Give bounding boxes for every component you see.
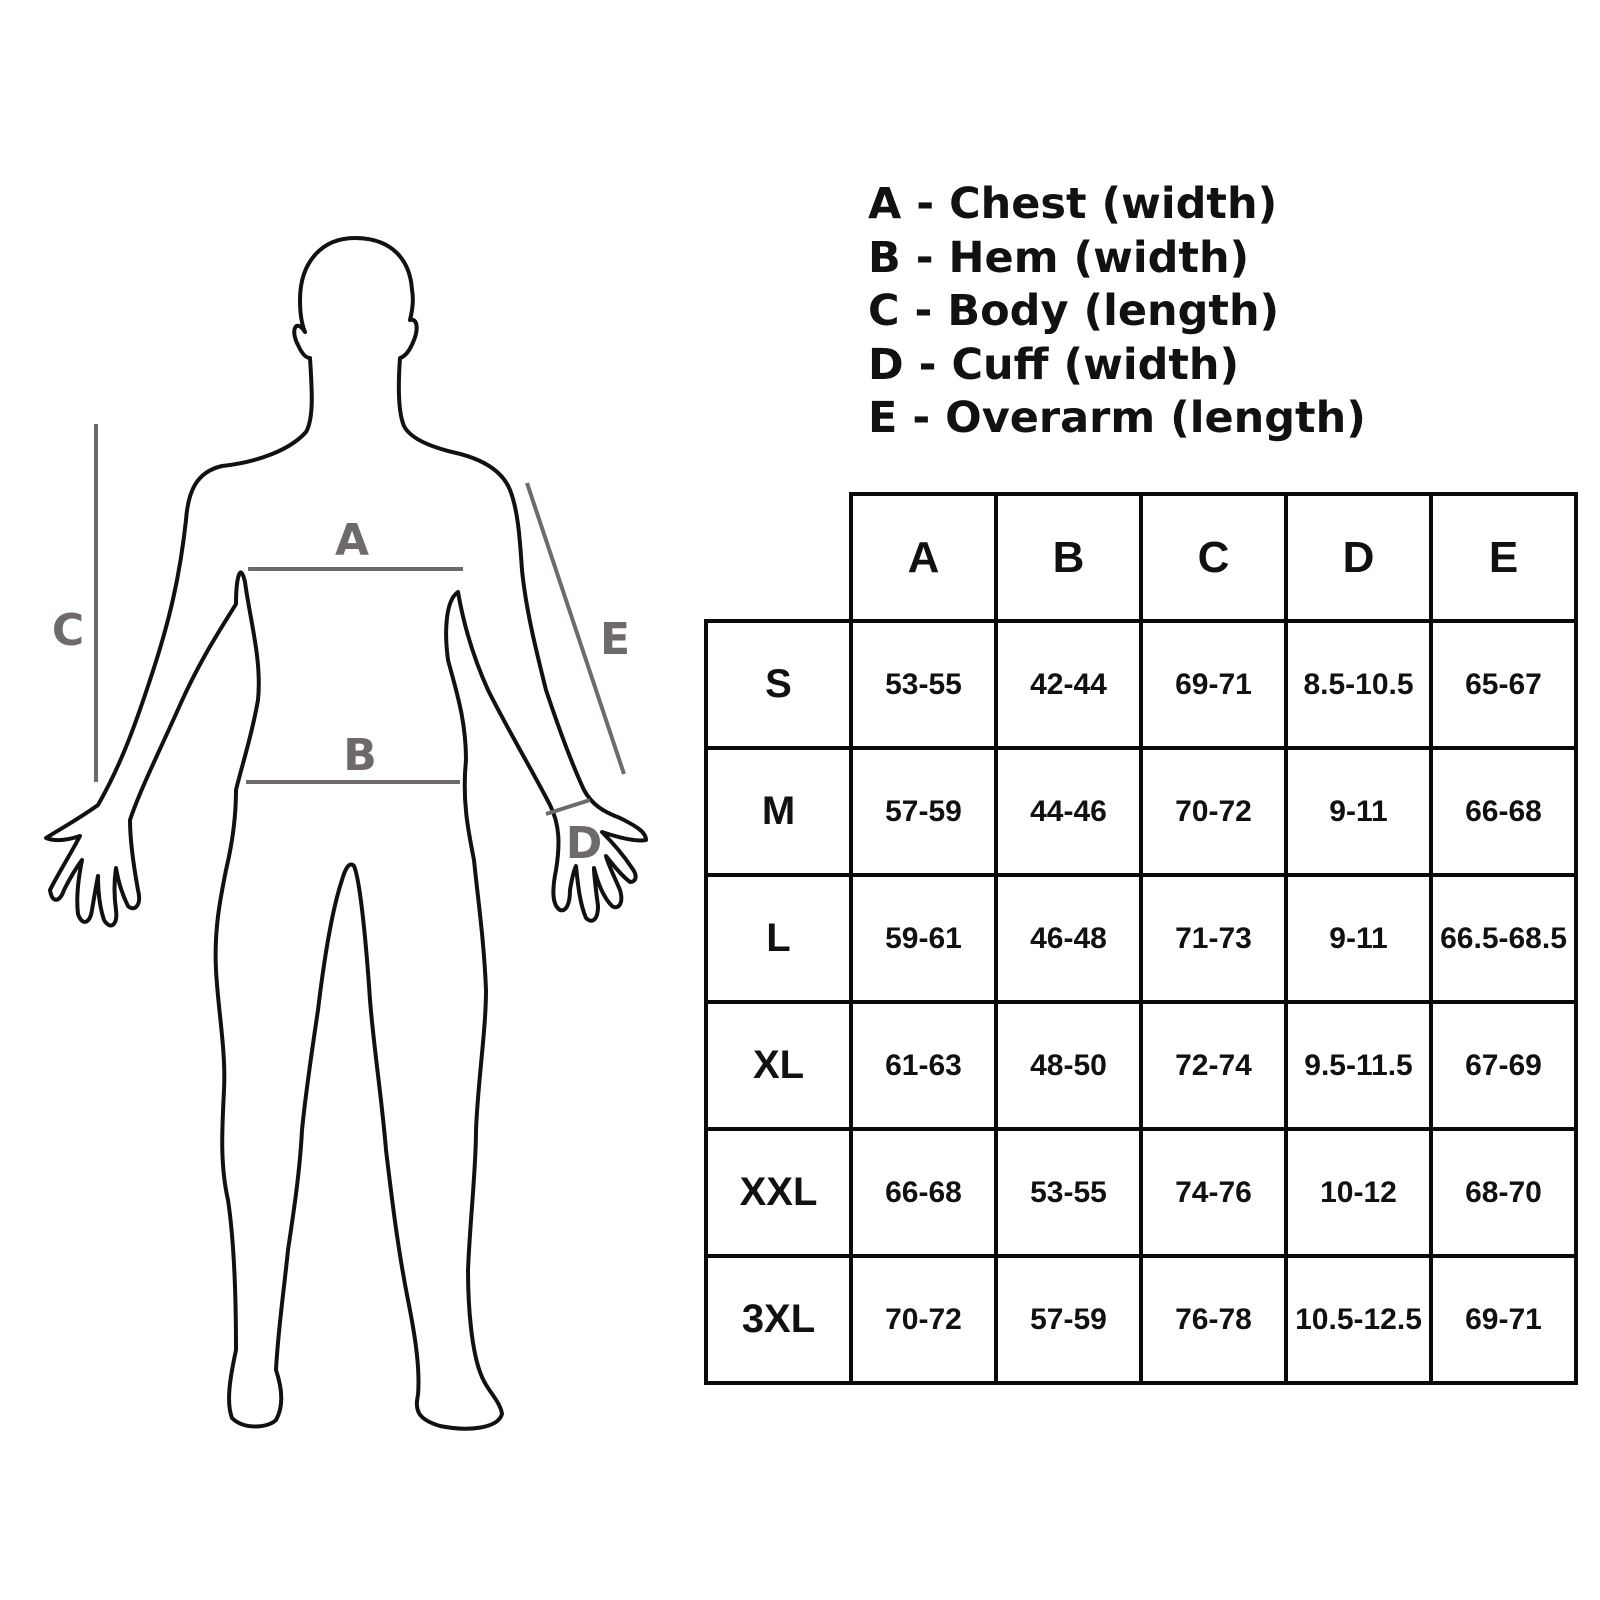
table-row-l: L 59-61 46-48 71-73 9-11 66.5-68.5 <box>704 873 1578 1004</box>
table-corner-cell <box>706 494 853 623</box>
row-header-size: S <box>704 619 853 750</box>
table-cell: 71-73 <box>1139 873 1288 1004</box>
column-header-e: E <box>1429 492 1578 623</box>
table-cell: 72-74 <box>1139 1000 1288 1131</box>
table-cell: 76-78 <box>1139 1254 1288 1385</box>
table-cell: 57-59 <box>849 746 998 877</box>
row-header-size: XL <box>704 1000 853 1131</box>
measure-line-d <box>545 798 591 816</box>
marker-d: D <box>566 818 603 869</box>
legend-item-e: E - Overarm (length) <box>868 393 1366 443</box>
column-header-d: D <box>1284 492 1433 623</box>
table-cell: 10.5-12.5 <box>1284 1254 1433 1385</box>
body-measurement-figure: C A B E D <box>44 236 648 1431</box>
table-row-xxl: XXL 66-68 53-55 74-76 10-12 68-70 <box>704 1127 1578 1258</box>
table-cell: 70-72 <box>849 1254 998 1385</box>
table-cell: 69-71 <box>1139 619 1288 750</box>
table-cell: 74-76 <box>1139 1127 1288 1258</box>
table-cell: 66.5-68.5 <box>1429 873 1578 1004</box>
table-cell: 70-72 <box>1139 746 1288 877</box>
row-header-size: M <box>704 746 853 877</box>
column-header-a: A <box>849 492 998 623</box>
column-header-b: B <box>994 492 1143 623</box>
marker-c: C <box>52 605 84 656</box>
row-header-size: L <box>704 873 853 1004</box>
table-cell: 8.5-10.5 <box>1284 619 1433 750</box>
table-cell: 9-11 <box>1284 873 1433 1004</box>
row-header-size: XXL <box>704 1127 853 1258</box>
table-cell: 67-69 <box>1429 1000 1578 1131</box>
body-outline <box>44 236 648 1431</box>
table-cell: 66-68 <box>849 1127 998 1258</box>
table-row-3xl: 3XL 70-72 57-59 76-78 10.5-12.5 69-71 <box>704 1254 1578 1385</box>
table-cell: 69-71 <box>1429 1254 1578 1385</box>
table-cell: 61-63 <box>849 1000 998 1131</box>
table-cell: 59-61 <box>849 873 998 1004</box>
table-cell: 46-48 <box>994 873 1143 1004</box>
table-cell: 48-50 <box>994 1000 1143 1131</box>
legend-item-a: A - Chest (width) <box>868 179 1278 229</box>
table-cell: 53-55 <box>849 619 998 750</box>
table-row-xl: XL 61-63 48-50 72-74 9.5-11.5 67-69 <box>704 1000 1578 1131</box>
table-cell: 53-55 <box>994 1127 1143 1258</box>
column-header-c: C <box>1139 492 1288 623</box>
table-cell: 9.5-11.5 <box>1284 1000 1433 1131</box>
table-header-row: A B C D E <box>706 492 1578 623</box>
legend-item-d: D - Cuff (width) <box>868 339 1240 390</box>
table-cell: 57-59 <box>994 1254 1143 1385</box>
table-cell: 10-12 <box>1284 1127 1433 1258</box>
table-cell: 66-68 <box>1429 746 1578 877</box>
table-row-s: S 53-55 42-44 69-71 8.5-10.5 65-67 <box>704 619 1578 750</box>
measurement-legend: A - Chest (width) B - Hem (width) C - Bo… <box>868 178 1366 446</box>
marker-b: B <box>343 730 377 781</box>
size-chart-table: A B C D E S 53-55 42-44 69-71 8.5-10.5 6… <box>704 492 1578 1385</box>
table-cell: 44-46 <box>994 746 1143 877</box>
marker-a: A <box>335 515 369 566</box>
table-cell: 42-44 <box>994 619 1143 750</box>
table-cell: 68-70 <box>1429 1127 1578 1258</box>
table-cell: 65-67 <box>1429 619 1578 750</box>
table-cell: 9-11 <box>1284 746 1433 877</box>
legend-item-c: C - Body (length) <box>868 286 1280 336</box>
row-header-size: 3XL <box>704 1254 853 1385</box>
table-row-m: M 57-59 44-46 70-72 9-11 66-68 <box>704 746 1578 877</box>
legend-item-b: B - Hem (width) <box>868 232 1250 283</box>
marker-e: E <box>600 614 630 665</box>
measure-line-e <box>525 482 626 775</box>
